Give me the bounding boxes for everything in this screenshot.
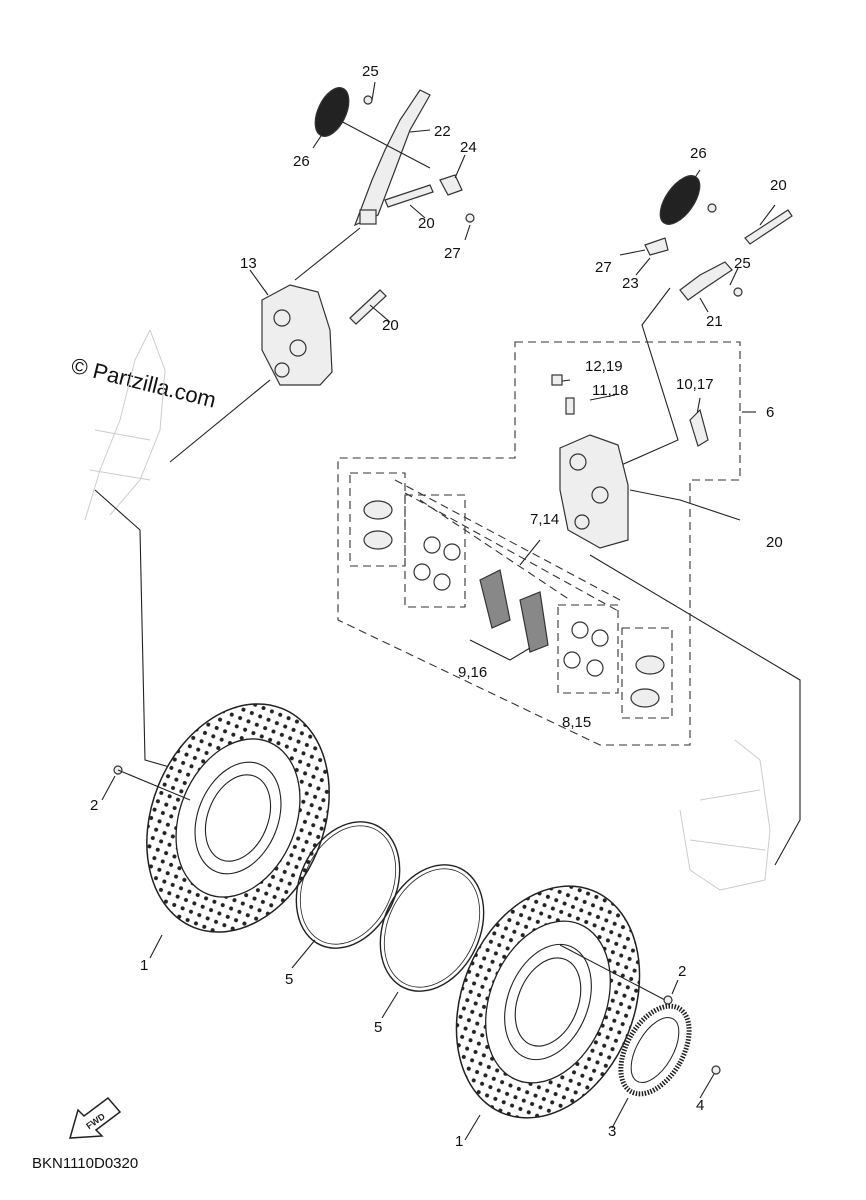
- callout-27: 27: [444, 245, 461, 262]
- right-leader-lines: [554, 169, 801, 866]
- callout-7-14: 7,14: [530, 511, 559, 528]
- callout-5: 5: [374, 1019, 382, 1036]
- callout-23: 23: [622, 275, 639, 292]
- callout-22: 22: [434, 123, 451, 140]
- callout-24: 24: [460, 139, 477, 156]
- callout-3: 3: [608, 1123, 616, 1140]
- brake-disc-right: [455, 885, 679, 1141]
- reflector-26-right: [659, 175, 701, 225]
- watermark-text: © Partzilla.com: [69, 353, 219, 413]
- right-caliper-bracket-assembly: [644, 175, 793, 301]
- callout-4: 4: [696, 1097, 704, 1114]
- callout-20: 20: [382, 317, 399, 334]
- fork-ghost-right: [679, 739, 771, 891]
- callout-1: 1: [140, 957, 148, 974]
- callout-20: 20: [766, 534, 783, 551]
- callout-20: 20: [418, 215, 435, 232]
- reflector-26-left: [314, 87, 350, 137]
- callout-2: 2: [678, 963, 686, 980]
- callout-13: 13: [240, 255, 257, 272]
- brake-disc-left: [146, 703, 330, 933]
- caliper-kit-6: [337, 341, 756, 746]
- left-caliper-13: [261, 284, 387, 386]
- left-caliper-bracket-assembly: [314, 87, 475, 227]
- callout-1: 1: [455, 1133, 463, 1150]
- callout-labels: 25 22 24 26 20 27 13 20 26 20 27 23 25 2…: [90, 63, 787, 1150]
- left-leader-lines: [94, 81, 471, 771]
- fwd-arrow-icon: FWD: [68, 1096, 122, 1139]
- callout-25: 25: [734, 255, 751, 272]
- callout-10-17: 10,17: [676, 376, 714, 393]
- diagram-code: BKN1110D0320: [32, 1155, 138, 1172]
- gasket-5-a: [291, 821, 401, 969]
- callout-25: 25: [362, 63, 379, 80]
- callout-11-18: 11,18: [592, 382, 628, 399]
- callout-26: 26: [690, 145, 707, 162]
- callout-27: 27: [595, 259, 612, 276]
- fork-ghost-left: [84, 329, 166, 521]
- callout-8-15: 8,15: [562, 714, 591, 731]
- gasket-5-b: [379, 864, 485, 1019]
- callout-21: 21: [706, 313, 723, 330]
- callout-26: 26: [293, 153, 310, 170]
- disc-bolt-2-left: [101, 765, 191, 959]
- callout-5: 5: [285, 971, 293, 988]
- callout-6: 6: [766, 404, 774, 421]
- callout-2: 2: [90, 797, 98, 814]
- callout-12-19: 12,19: [585, 358, 623, 375]
- sensor-rotor-3: [611, 1003, 721, 1129]
- callout-20: 20: [770, 177, 787, 194]
- callout-9-16: 9,16: [458, 664, 487, 681]
